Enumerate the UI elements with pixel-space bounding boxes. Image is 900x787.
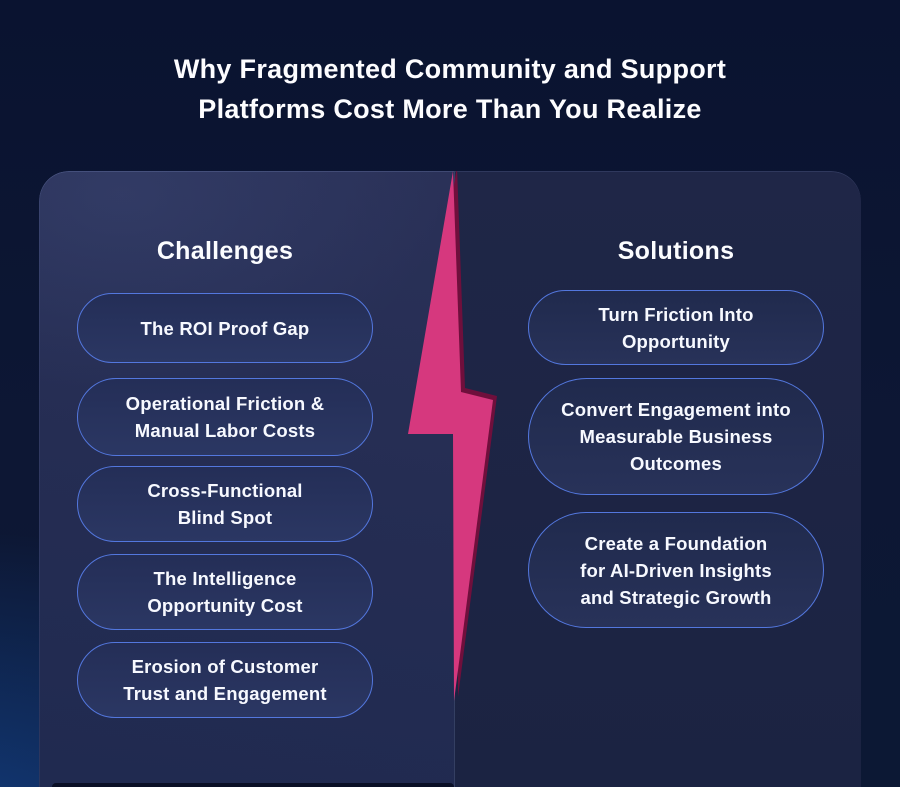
solution-pill-convert-engagement: Convert Engagement into Measurable Busin… [528,378,824,495]
challenge-pill-operational-friction: Operational Friction & Manual Labor Cost… [77,378,373,456]
challenge-pill-label: The Intelligence Opportunity Cost [147,568,303,616]
solutions-heading: Solutions [617,237,735,265]
page-title: Why Fragmented Community and Support Pla… [0,49,900,129]
solution-pill-label: Turn Friction Into Opportunity [598,303,754,352]
challenge-pill-erosion-of-trust: Erosion of Customer Trust and Engagement [77,642,373,718]
page-title-line-1: Why Fragmented Community and Support [173,54,727,84]
challenge-pill-label: Operational Friction & Manual Labor Cost… [125,393,325,441]
challenge-pill-intelligence-opportunity-cost: The Intelligence Opportunity Cost [77,554,373,630]
solution-pill-label: Convert Engagement into Measurable Busin… [561,399,791,474]
challenge-pill-label: Cross-Functional Blind Spot [147,480,303,528]
challenge-pill-cross-functional-blind-spot: Cross-Functional Blind Spot [77,466,373,542]
solution-pill-turn-friction: Turn Friction Into Opportunity [528,290,824,365]
solution-pill-label: Create a Foundation for AI-Driven Insigh… [580,532,772,608]
solution-pill-ai-foundation: Create a Foundation for AI-Driven Insigh… [528,512,824,628]
page-title-line-2: Platforms Cost More Than You Realize [198,94,702,124]
next-section-edge [52,783,454,787]
lightning-bolt-icon [408,171,497,701]
challenge-pill-roi-proof-gap: The ROI Proof Gap [77,293,373,363]
challenge-pill-label: The ROI Proof Gap [140,317,310,339]
lightning-bolt-shape [408,171,493,701]
challenge-pill-label: Erosion of Customer Trust and Engagement [123,656,327,704]
challenges-heading: Challenges [156,237,294,265]
